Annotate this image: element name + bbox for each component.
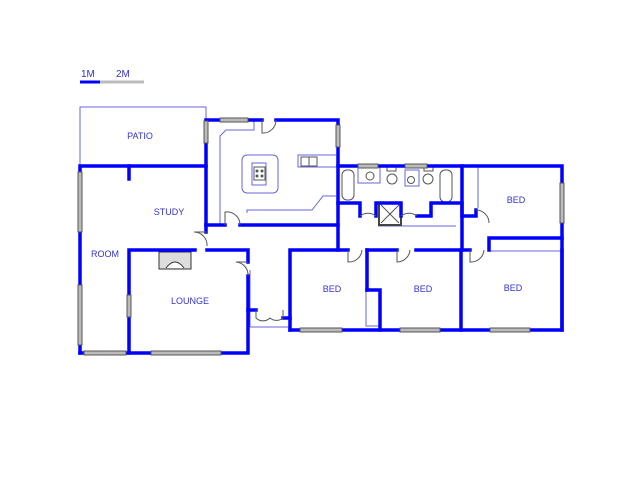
room-label-study: STUDY <box>153 207 185 217</box>
bathtub-icon <box>439 169 453 203</box>
bathtub-icon <box>341 169 355 201</box>
fireplace-icon <box>158 251 192 270</box>
room-label-room: ROOM <box>91 249 119 259</box>
stove-icon <box>253 166 266 181</box>
kitchen-sink-icon <box>300 156 318 167</box>
toilet-icon <box>422 173 434 185</box>
scale-label-1m: 1M <box>81 69 95 80</box>
room-label-bed-1: BED <box>322 284 342 294</box>
room-label-bed-4: BED <box>506 195 526 205</box>
doors <box>193 119 490 322</box>
scale-label-2m: 2M <box>116 69 130 80</box>
room-label-lounge: LOUNGE <box>170 296 210 306</box>
patio-outline <box>79 106 207 166</box>
toilet-icon <box>386 173 398 185</box>
room-label-bed-2: BED <box>413 284 433 294</box>
bathroom-fixtures <box>341 166 453 226</box>
windows <box>77 117 565 356</box>
room-label-patio: PATIO <box>127 131 153 141</box>
room-label-bed-3: BED <box>503 283 523 293</box>
